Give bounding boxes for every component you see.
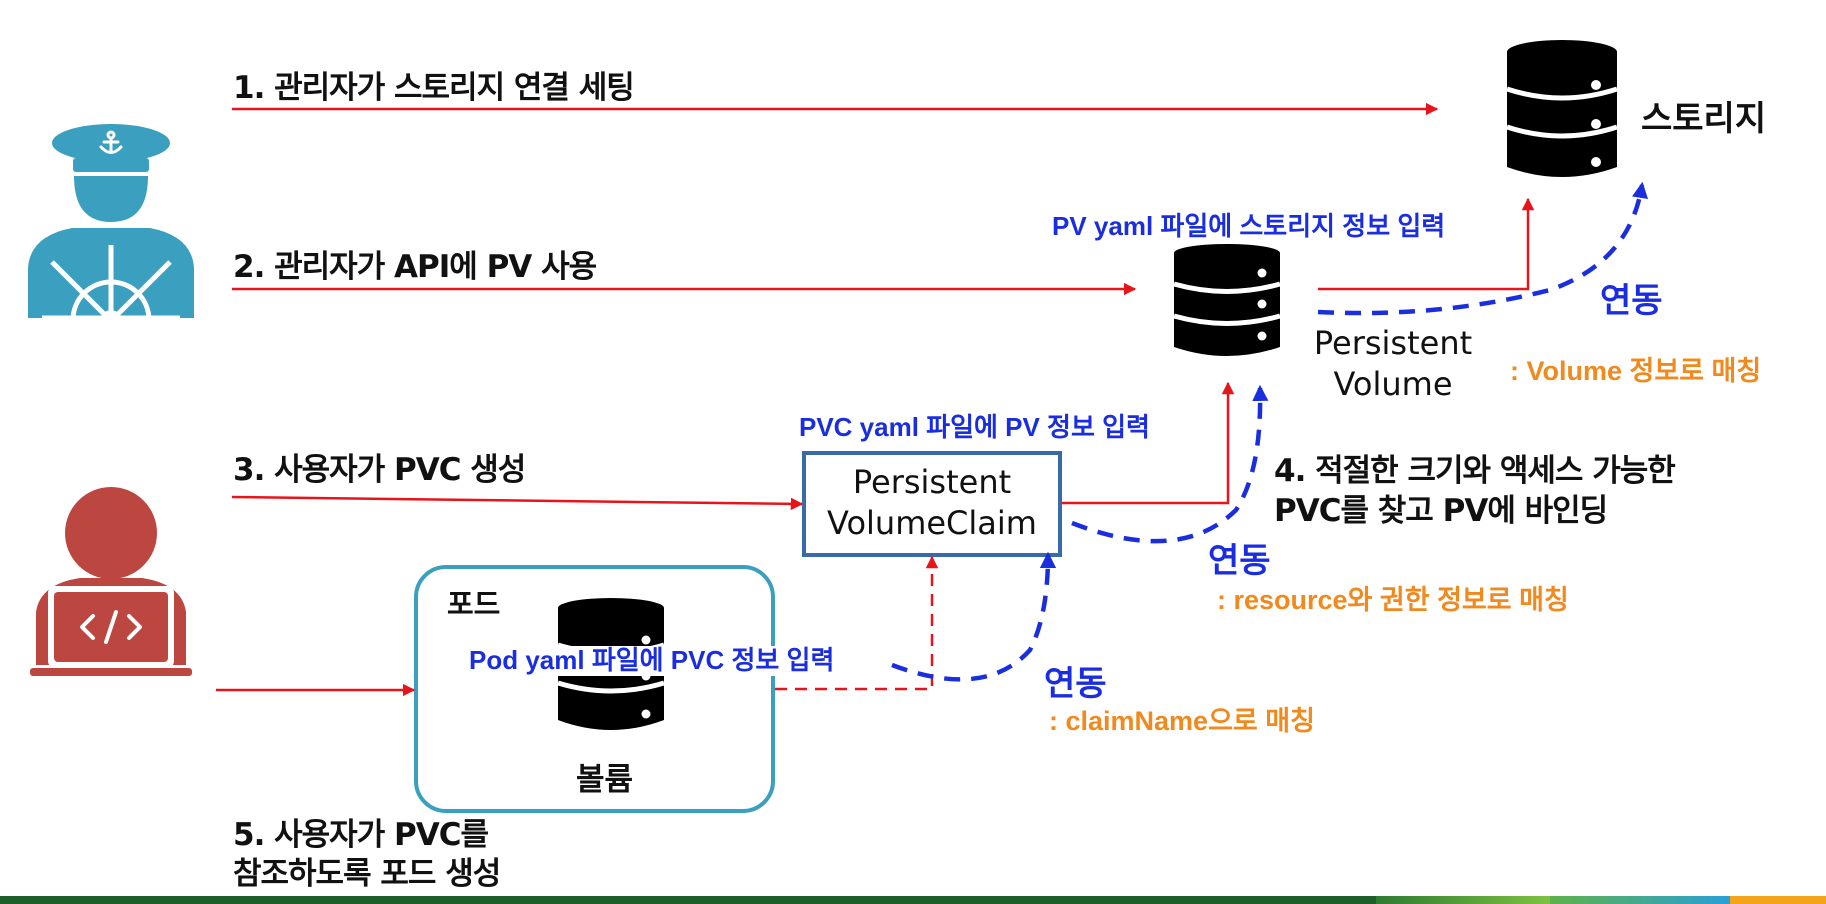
link-pod-pvc-match: : claimName으로 매칭 [1049, 706, 1315, 736]
pvc-box [802, 451, 1062, 557]
pod-label: 포드 [447, 587, 501, 621]
link-curve-pv-storage [1317, 181, 1649, 316]
arrow-step3 [231, 495, 804, 511]
database-icon [1506, 40, 1618, 177]
link-pv-storage-match: : Volume 정보로 매칭 [1510, 356, 1762, 386]
pv-yaml-note: PV yaml 파일에 스토리지 정보 입력 [1052, 211, 1446, 241]
database-icon [1173, 244, 1281, 356]
link-pvc-pv-word: 연동 [1208, 541, 1271, 581]
link-pvc-pv-match: : resource와 권한 정보로 매칭 [1217, 585, 1569, 615]
step-1-text: 1. 관리자가 스토리지 연결 세팅 [233, 70, 635, 106]
pv-label-line1: Persistent [1313, 324, 1473, 362]
pod-yaml-note: Pod yaml 파일에 PVC 정보 입력 [467, 645, 837, 676]
bottom-bar-orange [1730, 896, 1826, 904]
step-5-text-line2: 참조하도록 포드 생성 [233, 856, 501, 892]
step-4-text-line2: PVC를 찾고 PV에 바인딩 [1274, 493, 1608, 529]
volume-label: 볼륨 [576, 762, 634, 798]
pv-label-line2: Volume [1333, 365, 1453, 403]
developer-icon [30, 487, 192, 676]
arrow-pv-to-storage [1318, 197, 1535, 291]
storage-label: 스토리지 [1641, 99, 1767, 139]
pvc-label-line2: VolumeClaim [827, 504, 1037, 542]
link-curve-pod-pvc [891, 551, 1057, 682]
admin-captain-icon [28, 124, 194, 361]
link-pod-pvc-word: 연동 [1044, 664, 1107, 704]
link-pv-storage-word: 연동 [1600, 281, 1663, 321]
step-3-text: 3. 사용자가 PVC 생성 [233, 452, 526, 488]
step-4-text-line1: 4. 적절한 크기와 액세스 가능한 [1274, 453, 1676, 489]
step-2-text: 2. 관리자가 API에 PV 사용 [233, 249, 597, 285]
bottom-bar-main [0, 896, 1376, 904]
arrow-pvc-to-pv [1062, 381, 1235, 505]
arrow-pod-to-pvc [775, 555, 939, 691]
bottom-bar-blue [1550, 896, 1730, 904]
pvc-label-line1: Persistent [852, 463, 1012, 501]
step-5-text-line1: 5. 사용자가 PVC를 [233, 817, 489, 853]
bottom-bar-green [1376, 896, 1550, 904]
link-curve-pvc-pv [1071, 384, 1269, 544]
pvc-yaml-note: PVC yaml 파일에 PV 정보 입력 [799, 412, 1150, 442]
